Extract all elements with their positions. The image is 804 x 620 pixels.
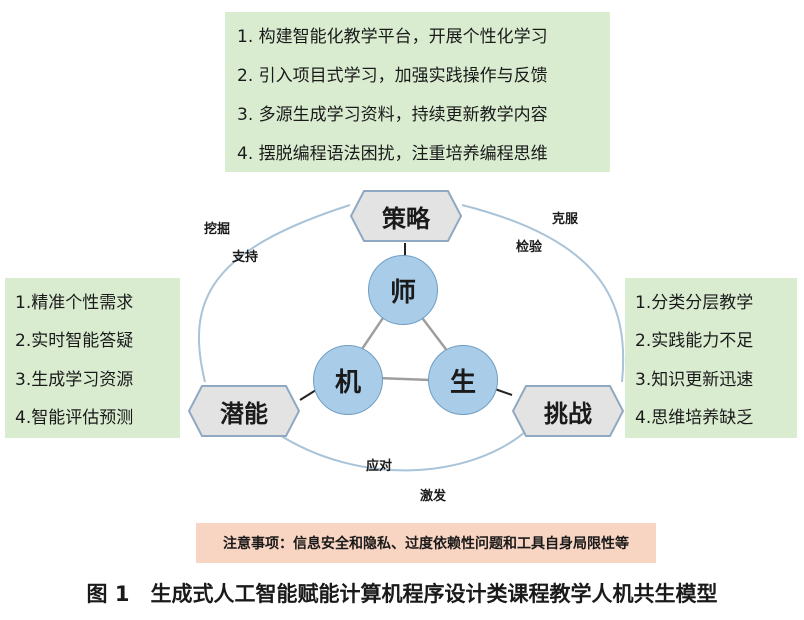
challenge-label: 挑战: [544, 399, 592, 428]
strategy-label: 策略: [382, 204, 430, 233]
label-overcome: 克服: [552, 212, 579, 227]
edge-teacher-student: [419, 314, 449, 353]
strategy-item-2: 2. 引入项目式学习，加强实践操作与反馈: [237, 66, 548, 86]
potential-item-2: 2.实时智能答疑: [15, 331, 134, 351]
teacher-node: 师: [368, 255, 438, 325]
challenge-hexagon: 挑战: [512, 385, 624, 437]
potential-item-3: 3.生成学习资源: [15, 370, 134, 390]
notice-banner: 注意事项：信息安全和隐私、过度依赖性问题和工具自身局限性等: [196, 523, 656, 563]
hexagon-shape: [512, 385, 624, 437]
strategy-item-4: 4. 摆脱编程语法困扰，注重培养编程思维: [237, 144, 548, 164]
label-support: 支持: [232, 250, 259, 265]
curve-potential-challenge: [274, 431, 526, 472]
label-dig: 挖掘: [204, 222, 231, 237]
strategy-hexagon: 策略: [350, 190, 462, 242]
challenge-item-1: 1.分类分层教学: [635, 293, 754, 313]
potential-item-1: 1.精准个性需求: [15, 293, 134, 313]
curve-strategy-challenge: [461, 204, 625, 383]
hexagon-shape: [350, 190, 462, 242]
figure-caption: 图 1 生成式人工智能赋能计算机程序设计类课程教学人机共生模型: [86, 582, 718, 606]
edge-teacher-machine: [358, 314, 387, 353]
challenge-item-4: 4.思维培养缺乏: [635, 408, 754, 428]
strategy-item-3: 3. 多源生成学习资料，持续更新教学内容: [237, 105, 548, 125]
student-node: 生: [428, 345, 498, 415]
label-respond: 应对: [366, 459, 393, 474]
curve-potential-strategy: [198, 204, 351, 383]
label-verify: 检验: [516, 240, 543, 255]
potential-label: 潜能: [220, 399, 268, 428]
potential-box: 1.精准个性需求 2.实时智能答疑 3.生成学习资源 4.智能评估预测: [5, 278, 180, 438]
link-potential-machine: [299, 389, 317, 401]
strategy-box: 1. 构建智能化教学平台，开展个性化学习 2. 引入项目式学习，加强实践操作与反…: [225, 12, 610, 172]
challenge-item-3: 3.知识更新迅速: [635, 370, 754, 390]
challenge-box: 1.分类分层教学 2.实践能力不足 3.知识更新迅速 4.思维培养缺乏: [625, 278, 797, 438]
hexagon-shape: [188, 385, 300, 437]
potential-hexagon: 潜能: [188, 385, 300, 437]
machine-node: 机: [313, 345, 383, 415]
label-stimulate: 激发: [420, 489, 447, 504]
strategy-item-1: 1. 构建智能化教学平台，开展个性化学习: [237, 27, 548, 47]
potential-item-4: 4.智能评估预测: [15, 408, 134, 428]
edge-machine-student: [377, 376, 431, 382]
challenge-item-2: 2.实践能力不足: [635, 331, 754, 351]
